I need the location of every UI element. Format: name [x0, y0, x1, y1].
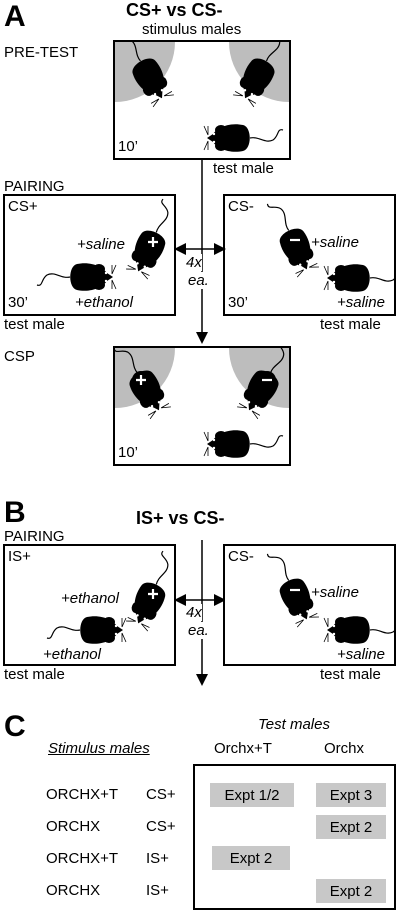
csminus-b-saline-top-label: +saline — [311, 584, 359, 601]
csplus-time: 30’ — [8, 294, 29, 311]
mouse-icon — [46, 615, 127, 645]
row1-cond: CS+ — [146, 786, 176, 803]
row1-stim: ORCHX+T — [46, 786, 119, 803]
repeat-count-a: 4x — [186, 254, 202, 271]
mouse-icon — [323, 263, 394, 293]
repeat-count-b: 4x — [186, 604, 202, 621]
csminus-b-arena: CS- +saline +saline — [223, 544, 396, 666]
row3-col1-badge: Expt 2 — [212, 846, 290, 870]
isplus-arena: IS+ +ethanol +ethanol — [3, 544, 176, 666]
stimulus-males-header: Stimulus males — [48, 740, 150, 757]
repeat-each-a: ea. — [188, 272, 209, 289]
csplus-arena: CS+ +saline +ethanol 30’ — [3, 194, 176, 316]
row4-stim: ORCHX — [46, 882, 101, 899]
row3-stim: ORCHX+T — [46, 850, 119, 867]
row4-col2-badge: Expt 2 — [316, 879, 386, 903]
row1-col2-badge: Expt 3 — [316, 783, 386, 807]
csminus-mice — [261, 196, 394, 293]
row2-stim: ORCHX — [46, 818, 101, 835]
csminus-b-mice — [261, 546, 394, 645]
pairing-label-a: PAIRING — [4, 178, 65, 195]
mouse-icon — [115, 42, 177, 109]
panel-b-title: IS+ vs CS- — [136, 508, 225, 528]
mouse-icon — [36, 262, 117, 292]
csminus-arena: CS- +saline +saline 30’ — [223, 194, 396, 316]
csminus-saline-bottom-label: +saline — [337, 294, 385, 311]
col-orchx-t: Orchx+T — [214, 740, 272, 757]
csminus-b-label: CS- — [228, 548, 254, 565]
csminus-saline-top-label: +saline — [311, 234, 359, 251]
pretest-test-male-label: test male — [213, 160, 274, 177]
csminus-b-test-male-label: test male — [320, 666, 381, 683]
csp-label: CSP — [4, 348, 35, 365]
row2-cond: CS+ — [146, 818, 176, 835]
isplus-ethanol-bottom-label: +ethanol — [43, 646, 101, 663]
pairing-label-b: PAIRING — [4, 528, 65, 545]
row3-cond: IS+ — [146, 850, 169, 867]
isplus-test-male-label: test male — [4, 666, 65, 683]
mouse-icon — [203, 123, 284, 153]
test-males-header: Test males — [258, 716, 330, 733]
stimulus-males-label: stimulus males — [142, 21, 242, 38]
mouse-icon — [323, 615, 394, 645]
panel-a-title: CS+ vs CS- — [126, 0, 223, 20]
repeat-each-b: ea. — [188, 622, 209, 639]
csp-mice — [115, 348, 289, 459]
panel-c-letter: C — [4, 710, 26, 743]
csminus-test-male-label: test male — [320, 316, 381, 333]
csplus-label: CS+ — [8, 198, 38, 215]
row2-col2-badge: Expt 2 — [316, 815, 386, 839]
mouse-icon — [203, 429, 284, 459]
col-orchx: Orchx — [324, 740, 365, 757]
csminus-b-saline-bottom-label: +saline — [337, 646, 385, 663]
pretest-label: PRE-TEST — [4, 44, 79, 61]
pretest-mice — [115, 42, 289, 153]
row1-col1-badge: Expt 1/2 — [210, 783, 294, 807]
csplus-mice — [36, 196, 174, 292]
csplus-ethanol-label: +ethanol — [75, 294, 133, 311]
csminus-time: 30’ — [228, 294, 249, 311]
pretest-arena: 10’ — [113, 40, 291, 160]
csminus-label: CS- — [228, 198, 254, 215]
mouse-icon — [230, 42, 289, 109]
row4-cond: IS+ — [146, 882, 169, 899]
pretest-time: 10’ — [118, 138, 139, 155]
csp-time: 10’ — [118, 444, 139, 461]
isplus-mice — [46, 548, 174, 645]
isplus-label: IS+ — [8, 548, 31, 565]
isplus-ethanol-top-label: +ethanol — [61, 590, 119, 607]
csplus-test-male-label: test male — [4, 316, 65, 333]
csplus-saline-label: +saline — [77, 236, 125, 253]
panel-b-letter: B — [4, 496, 26, 529]
panel-a-letter: A — [4, 0, 26, 33]
csp-arena: 10’ — [113, 346, 291, 466]
